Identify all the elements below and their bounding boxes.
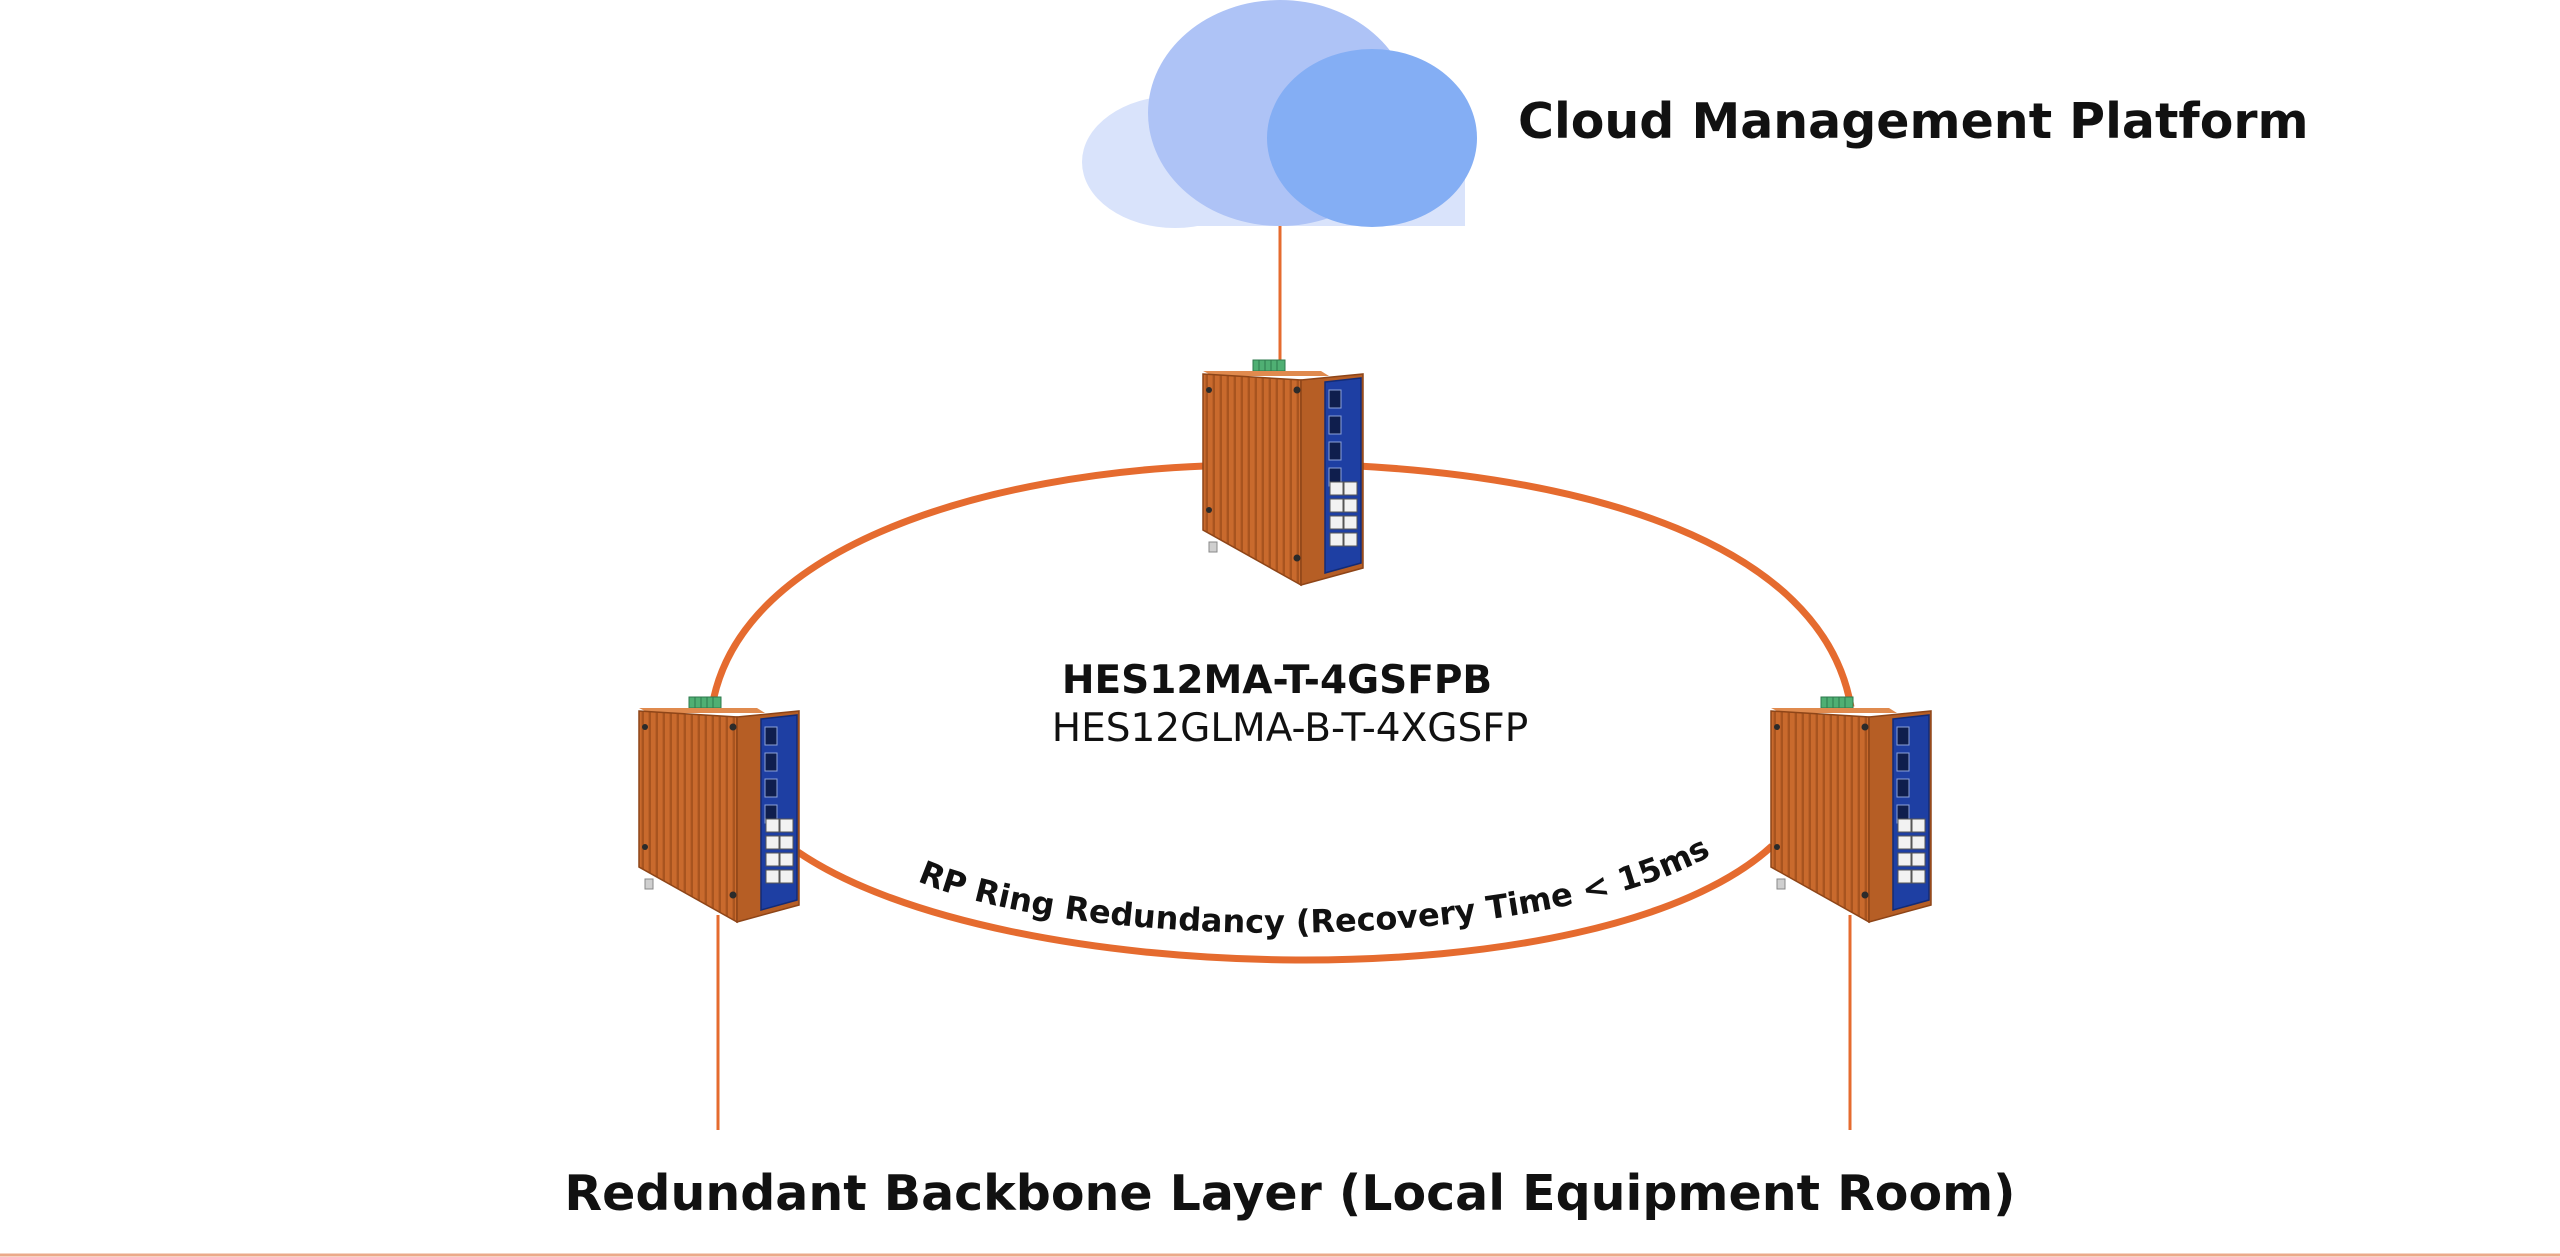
switch-screws [1774,723,1869,899]
switch-terminal-block [1820,696,1854,709]
switch-left [638,696,800,924]
switch-top [1202,359,1364,587]
cloud-puff-front [1267,49,1477,227]
din-clip [1208,541,1218,553]
switch-right [1770,696,1932,924]
din-clip [1776,878,1786,890]
cloud-platform-label: Cloud Management Platform [1518,93,2309,150]
switch-side-body [638,710,738,924]
rj45-ports [1897,818,1926,884]
ring-arc-top-left [708,462,1206,708]
switch-screws [642,723,737,899]
switch-terminal-block [688,696,722,709]
switch-top-face [1771,708,1897,713]
rj45-ports [1329,481,1358,547]
rj45-ports [765,818,794,884]
model-label-secondary: HES12GLMA-B-T-4XGSFP [1052,706,1528,751]
din-clip [644,878,654,890]
model-label-primary: HES12MA-T-4GSFPB [1062,658,1492,703]
switch-top-face [1203,371,1329,376]
ring-arc-bottom [796,843,1775,964]
switch-screws [1206,386,1301,562]
switch-side-body [1770,710,1870,924]
switch-side-body [1202,373,1302,587]
switch-top-face [639,708,765,713]
ring-arc-top-right [1357,462,1855,708]
backbone-layer-label: Redundant Backbone Layer (Local Equipmen… [564,1165,2015,1222]
switch-terminal-block [1252,359,1286,372]
cloud-icon [1082,0,1477,228]
